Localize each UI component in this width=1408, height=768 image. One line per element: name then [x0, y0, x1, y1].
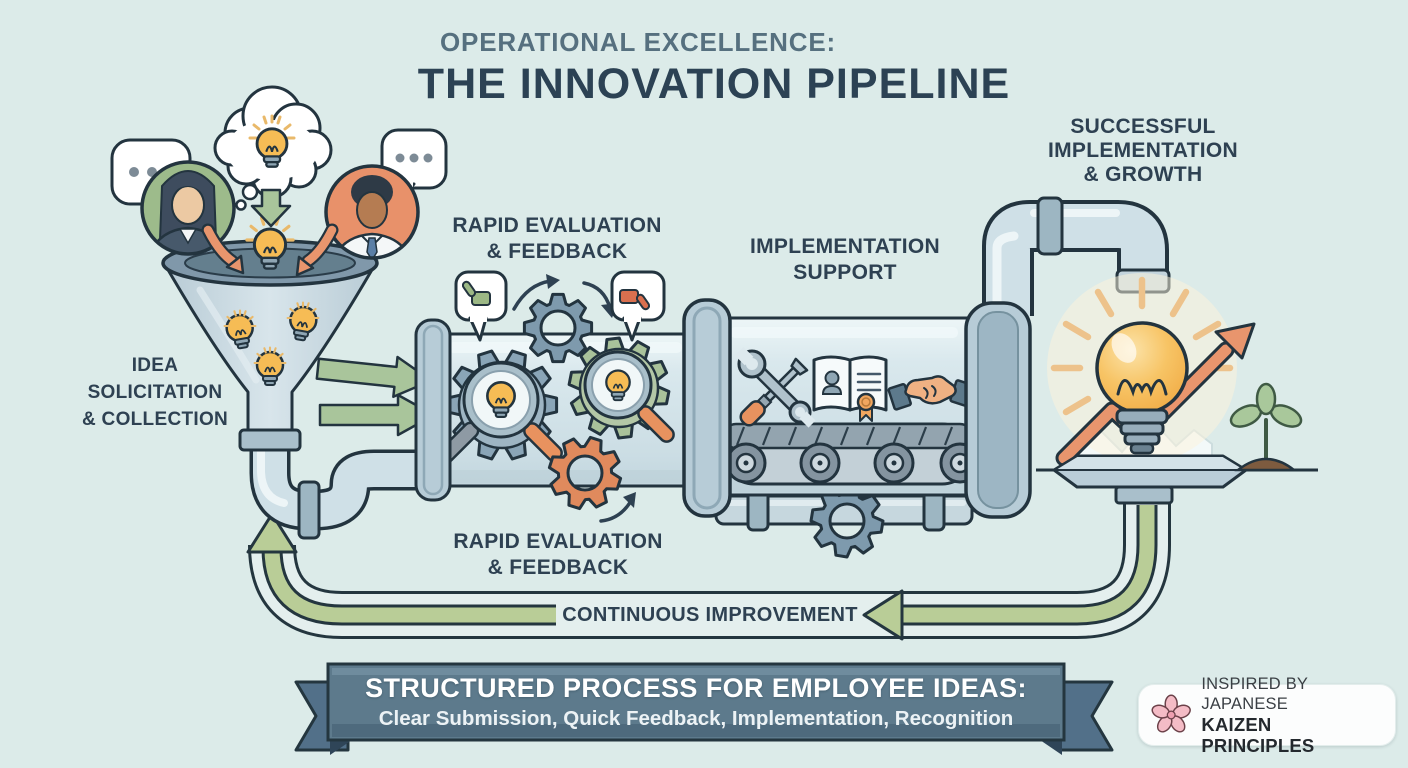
- chamber-caps: [414, 298, 1032, 519]
- ribbon-tail: [1058, 680, 1114, 752]
- thumbs-down-icon: [610, 270, 666, 342]
- label-line: SOLICITATION: [87, 382, 223, 403]
- label-rapid-evaluation-bottom: RAPID EVALUATION & FEEDBACK: [433, 529, 683, 581]
- thumbs-up-icon: [454, 270, 508, 342]
- label-rapid-evaluation-top: RAPID EVALUATION & FEEDBACK: [432, 213, 682, 265]
- label-line: IMPLEMENTATION: [749, 235, 941, 258]
- label-continuous-improvement: CONTINUOUS IMPROVEMENT: [562, 604, 858, 626]
- evaluation-gears: [436, 270, 675, 523]
- kaizen-badge: INSPIRED BY JAPANESE KAIZEN PRINCIPLES: [1138, 675, 1396, 756]
- loop-left-arrow-icon: [862, 589, 904, 641]
- conveyor-belt: [722, 422, 981, 486]
- cherry-blossom-icon: [1151, 694, 1191, 733]
- banner-subheading: Clear Submission, Quick Feedback, Implem…: [378, 707, 1014, 730]
- badge-line1: INSPIRED BY JAPANESE: [1201, 675, 1308, 713]
- conveyor-wheels: [725, 442, 981, 484]
- label-line: & COLLECTION: [81, 409, 229, 430]
- label-line: & FEEDBACK: [486, 240, 628, 263]
- funnel-collar: [238, 428, 302, 452]
- thought-cloud-icon: [213, 85, 333, 211]
- gear-icon: [522, 292, 594, 364]
- pipe-coupling: [297, 480, 321, 540]
- badge-text: INSPIRED BY JAPANESE KAIZEN PRINCIPLES: [1201, 674, 1383, 756]
- label-line: & GROWTH: [1083, 163, 1203, 186]
- page-title: THE INNOVATION PIPELINE: [417, 60, 1011, 108]
- label-line: & FEEDBACK: [487, 556, 629, 579]
- flow-arrow-icon: [315, 355, 433, 399]
- pipe-flange: [414, 318, 452, 502]
- label-implementation-support: IMPLEMENTATION SUPPORT: [720, 234, 970, 286]
- label-line: SUCCESSFUL: [1070, 115, 1216, 138]
- success-stage: [1047, 273, 1303, 505]
- drop-arrow-icon: [250, 188, 292, 228]
- pipe-coupling: [1036, 196, 1064, 256]
- pipe-flange: [682, 298, 732, 518]
- seedling-icon: [1229, 382, 1303, 472]
- banner-heading: STRUCTURED PROCESS FOR EMPLOYEE IDEAS:: [365, 673, 1027, 703]
- input-arrow-icon: [295, 223, 339, 277]
- label-successful-implementation: SUCCESSFUL IMPLEMENTATION & GROWTH: [1018, 115, 1268, 187]
- male-employee-avatar: [324, 164, 420, 260]
- label-line: IMPLEMENTATION: [1047, 139, 1239, 162]
- gear-icon: [547, 435, 623, 511]
- loop-up-arrow-icon: [246, 512, 298, 554]
- magnifier-lightbulb-icon: [583, 350, 675, 443]
- label-idea-solicitation: IDEA SOLICITATION & COLLECTION: [30, 352, 280, 433]
- label-line: IDEA: [131, 355, 179, 376]
- cycle-arrows: [512, 274, 636, 523]
- banner-text: STRUCTURED PROCESS FOR EMPLOYEE IDEAS: C…: [338, 673, 1054, 731]
- label-line: RAPID EVALUATION: [453, 530, 663, 553]
- badge-line2: KAIZEN PRINCIPLES: [1201, 714, 1315, 756]
- label-line: SUPPORT: [793, 261, 897, 284]
- cycle-arrow-icon: [599, 499, 633, 523]
- funnel-drain-pipe: [249, 441, 428, 540]
- success-lightbulb-icon: [1095, 321, 1189, 455]
- banner-ribbon: [294, 662, 1114, 755]
- magnifier-lightbulb-icon: [436, 361, 563, 465]
- tools-icon: [734, 346, 816, 428]
- label-line: RAPID EVALUATION: [452, 214, 662, 237]
- continuous-improvement-loop: [246, 498, 1171, 641]
- page-title-kicker: OPERATIONAL EXCELLENCE:: [440, 27, 836, 57]
- idea-sources: [110, 85, 448, 277]
- input-arrow-icon: [201, 223, 245, 275]
- soil: [1234, 457, 1298, 472]
- training-book-icon: [812, 355, 888, 422]
